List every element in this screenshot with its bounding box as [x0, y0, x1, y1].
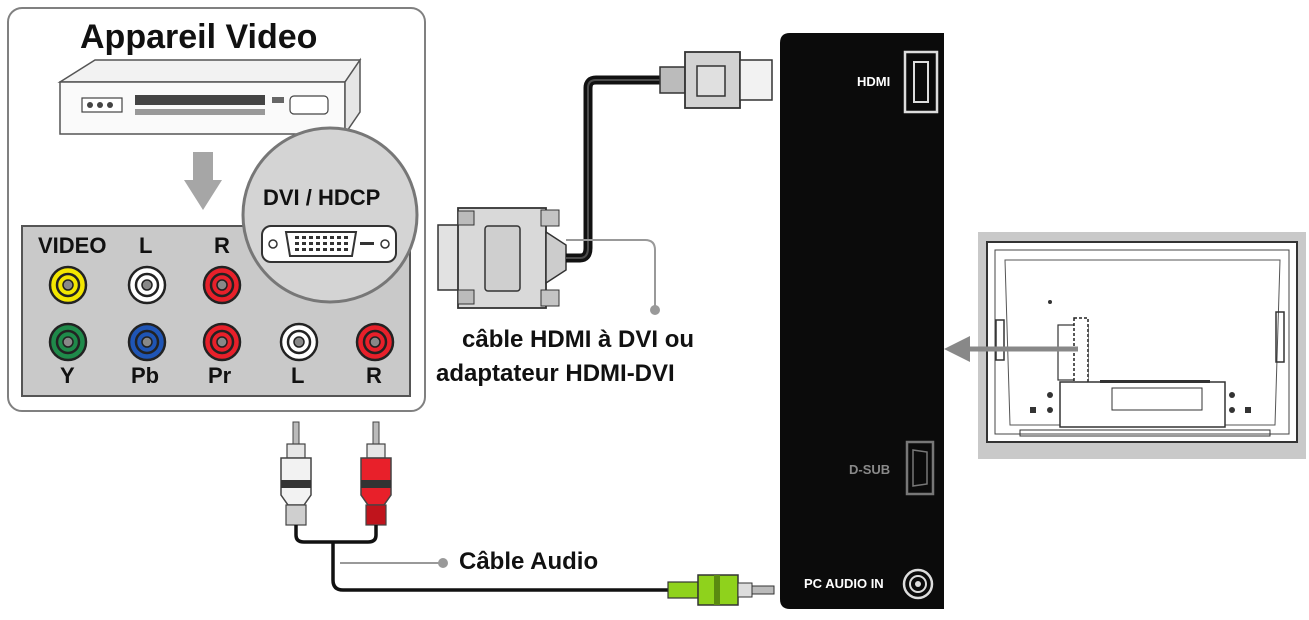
dvi-pin [302, 236, 306, 239]
dvi-pin [295, 248, 299, 251]
dvi-pin [337, 248, 341, 251]
jack-pr-red [202, 322, 242, 362]
jack-label-y: Y [60, 363, 75, 388]
dvi-pin [295, 242, 299, 245]
dvi-hdcp-label: DVI / HDCP [263, 185, 381, 210]
dvi-pin [302, 242, 306, 245]
audio-cable [294, 525, 668, 592]
jack-l-white-2 [279, 322, 319, 362]
hdmi-cable [566, 75, 660, 263]
hdmi-dvi-cable-label-1: câble HDMI à DVI ou [462, 326, 695, 353]
jack-label-l2: L [291, 363, 305, 388]
dvi-connector [437, 207, 567, 309]
dvi-pin [309, 248, 313, 251]
dvi-pin [316, 248, 320, 251]
dvi-pin [316, 236, 320, 239]
audio-callout-dot [438, 558, 448, 568]
hdmi-dvi-callout [566, 239, 656, 310]
dvi-pin [330, 236, 334, 239]
dvi-pin [323, 242, 327, 245]
hdmi-connector [659, 51, 773, 109]
rca-plug-white [280, 421, 312, 526]
video-device-icon [57, 57, 362, 137]
hdmi-port-icon [903, 50, 939, 114]
dvi-port-magnifier [241, 126, 419, 304]
tv-connection-panel [780, 33, 944, 609]
jack-label-pr: Pr [208, 363, 232, 388]
tv-back-illustration [986, 241, 1298, 443]
jack-pb-blue [127, 322, 167, 362]
jack-label-video: VIDEO [38, 233, 107, 258]
jack-audio-l-white [127, 265, 167, 305]
left-arrow-icon [944, 336, 970, 362]
hdmi-dvi-callout-dot [650, 305, 660, 315]
dvi-pin [302, 248, 306, 251]
dvi-port-icon [261, 225, 397, 263]
jack-r-red-2 [355, 322, 395, 362]
dsub-port-icon [905, 440, 935, 496]
dvi-pin [330, 242, 334, 245]
dvi-pin [316, 242, 320, 245]
dvi-pin [344, 248, 348, 251]
rca-plug-red [360, 421, 392, 526]
audio-cable-label: Câble Audio [459, 548, 599, 575]
jack-label-pb: Pb [131, 363, 160, 388]
tv-hdmi-label: HDMI [857, 74, 891, 89]
dvi-pin [337, 236, 341, 239]
down-arrow-icon [184, 152, 222, 210]
dvi-pin [344, 236, 348, 239]
jack-label-r: R [214, 233, 230, 258]
dvi-pin [337, 242, 341, 245]
dvi-pin [309, 242, 313, 245]
dvi-pin [309, 236, 313, 239]
dvi-pin [344, 242, 348, 245]
jack-label-l: L [139, 233, 153, 258]
jack-label-r2: R [366, 363, 382, 388]
audio-35mm-plug [667, 574, 775, 606]
jack-audio-r-red [202, 265, 242, 305]
dvi-pin [330, 248, 334, 251]
jack-video-yellow [48, 265, 88, 305]
jack-y-green [48, 322, 88, 362]
pc-audio-in-jack-icon [902, 568, 934, 600]
dvi-pin [323, 236, 327, 239]
tv-dsub-label: D-SUB [849, 462, 891, 477]
hdmi-dvi-cable-label-2: adaptateur HDMI-DVI [436, 360, 675, 387]
device-title: Appareil Video [80, 18, 318, 56]
dvi-pin [323, 248, 327, 251]
dvi-pin [295, 236, 299, 239]
tv-pc-audio-in-label: PC AUDIO IN [804, 576, 884, 591]
